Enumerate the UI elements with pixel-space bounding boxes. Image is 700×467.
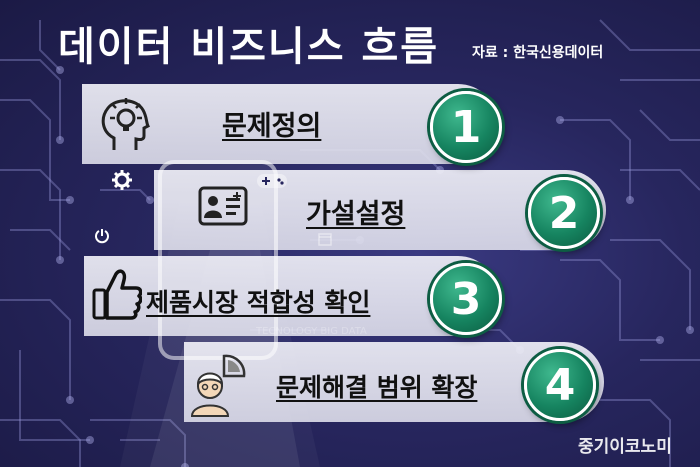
background-text: TECNOLOGY BIG DATA	[256, 326, 367, 337]
step-1-band	[82, 84, 498, 164]
power-icon	[95, 229, 109, 244]
step-2-badge: 2	[528, 177, 600, 249]
thumbs-up-icon	[92, 269, 142, 320]
id-card-icon	[198, 186, 248, 226]
source-caption: 자료 : 한국신용데이터	[472, 45, 604, 61]
calendar-icon	[318, 233, 332, 246]
step-3-label: 제품시장 적합성 확인	[146, 288, 371, 317]
step-2-label: 가설설정	[306, 199, 406, 230]
person-pie-chart-icon	[190, 354, 246, 417]
step-4-badge: 4	[524, 349, 596, 421]
step-3-band	[84, 256, 498, 336]
step-1-badge: 1	[430, 91, 502, 163]
gamepad-icon	[257, 174, 287, 188]
head-lightbulb-icon	[101, 98, 151, 150]
gear-icon	[112, 170, 132, 190]
step-3-badge: 3	[430, 263, 502, 335]
step-4-label: 문제해결 범위 확장	[276, 373, 478, 402]
watermark: 중기이코노미	[578, 437, 672, 457]
page-title: 데이터 비즈니스 흐름	[58, 24, 440, 70]
step-1-label: 문제정의	[222, 111, 322, 142]
phone-outline	[158, 160, 278, 360]
